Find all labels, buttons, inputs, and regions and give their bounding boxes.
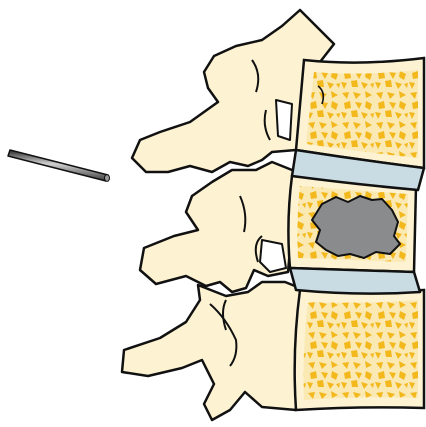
- biopsy-needle: [8, 150, 110, 181]
- lower-vertebra: [122, 282, 424, 420]
- upper-cancellous-bone: [306, 70, 418, 158]
- middle-vertebra-posterior: [140, 162, 298, 292]
- lower-cancellous-bone: [304, 300, 419, 400]
- lower-vertebra-posterior: [122, 282, 300, 420]
- upper-vertebra: [132, 10, 424, 172]
- vertebral-body-lesion: [312, 196, 400, 258]
- lower-intervertebral-disc: [290, 268, 420, 294]
